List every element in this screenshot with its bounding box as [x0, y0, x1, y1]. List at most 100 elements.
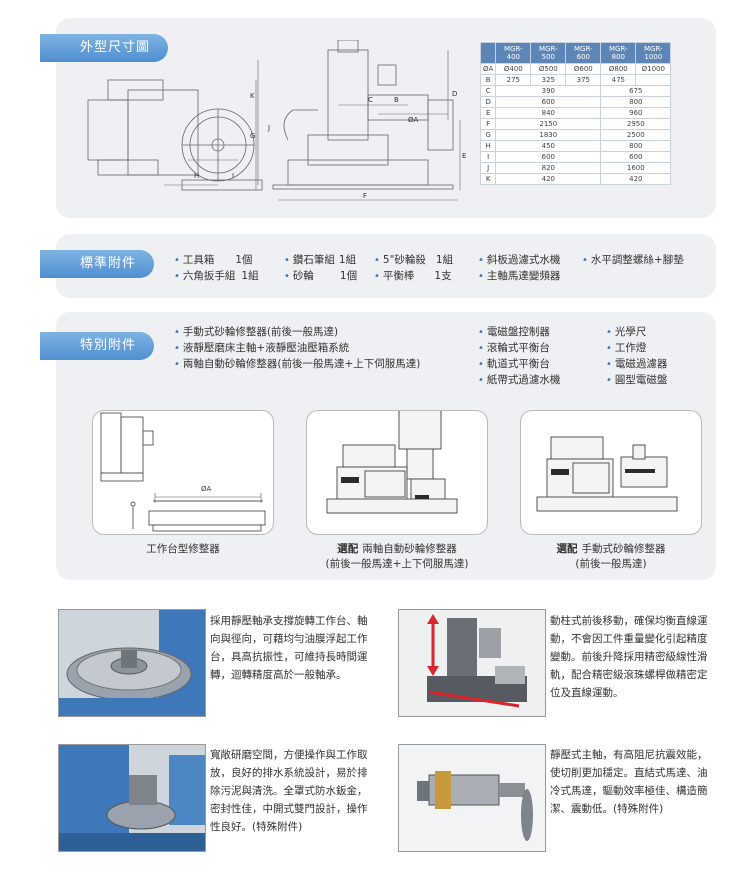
table-cell: 375 [565, 74, 602, 86]
table-cell: 1600 [600, 162, 672, 174]
table-cell: 325 [530, 74, 567, 86]
table-dresser-drawing: ØA [92, 410, 274, 535]
moving-column-photo [398, 609, 546, 717]
dim-label-b: B [394, 96, 399, 104]
row-key: B [479, 74, 497, 86]
dresser-label-a: ØA [201, 485, 212, 493]
spindle-photo [398, 744, 546, 852]
manual-dresser-caption: 選配手動式砂輪修整器 (前後一般馬達) [556, 543, 666, 570]
standard-tag: 標準附件 [40, 250, 155, 278]
sp-item: •電磁過濾器 [606, 358, 668, 370]
dim-label-d: D [452, 90, 457, 98]
dim-label-h: H [194, 172, 199, 180]
spec-header: MGR-400 [495, 42, 532, 64]
spec-header: MGR-1000 [635, 42, 672, 64]
table-cell: 450 [495, 140, 602, 152]
feature-text: 動柱式前後移動，確保均衡直線運動，不會因工件重量變化引起精度變動。前後升降採用精… [550, 615, 708, 699]
option-label: 選配 [556, 543, 578, 555]
dim-label-a: ØA [408, 116, 419, 124]
row-key: C [479, 85, 497, 97]
two-axis-dresser-illustration [326, 396, 458, 514]
table-cell: 475 [600, 74, 637, 86]
row-key: K [479, 173, 497, 185]
table-row: ØA Ø400 Ø500 Ø600 Ø800 Ø1000 [479, 63, 672, 75]
dim-label-f: F [363, 192, 367, 200]
sp-item: •兩軸自動砂輪修整器(前後一般馬達+上下伺服馬達) [174, 358, 421, 370]
two-axis-dresser-drawing [306, 396, 488, 535]
rotary-table-photo [58, 609, 206, 717]
table-cell: Ø600 [565, 63, 602, 75]
table-cell: Ø1000 [635, 63, 672, 75]
spec-header: MGR-800 [600, 42, 637, 64]
option-label: 選配 [337, 543, 359, 555]
standard-accessories-panel [56, 234, 716, 298]
dimension-drawing: K C B ØA D G J H I E F [87, 40, 466, 201]
table-cell: 840 [495, 107, 602, 119]
table-cell: 600 [495, 96, 602, 108]
std-item: •斜板過濾式水機 [478, 254, 561, 266]
table-cell: Ø400 [495, 63, 532, 75]
two-axis-dresser-caption: 選配兩軸自動砂輪修整器 (前後一般馬達+上下伺服馬達) [325, 543, 469, 570]
std-item: •水平調整螺絲+腳墊 [582, 254, 684, 266]
sp-item: •滾輪式平衡台 [478, 342, 550, 354]
table-cell: 820 [495, 162, 602, 174]
row-key: F [479, 118, 497, 130]
table-dresser-illustration: ØA [100, 412, 266, 532]
table-cell: Ø500 [530, 63, 567, 75]
sp-item: •圓型電磁盤 [606, 374, 668, 386]
spec-header: MGR-500 [530, 42, 567, 64]
feature-text: 靜壓式主軸，有高阻尼抗震效能，使切削更加穩定。直結式馬達、油冷式馬達，驅動效率極… [550, 749, 708, 815]
manual-dresser-illustration [536, 436, 678, 512]
spec-table: MGR-400 MGR-500 MGR-600 MGR-800 MGR-1000… [479, 42, 672, 185]
row-key: J [479, 162, 497, 174]
dim-label-i: I [232, 172, 234, 180]
table-cell [635, 74, 672, 86]
table-cell: 600 [600, 151, 672, 163]
row-key: G [479, 129, 497, 141]
sp-item: •紙帶式過濾水機 [478, 374, 561, 386]
table-cell: 420 [495, 173, 602, 185]
spec-header: MGR-600 [565, 42, 602, 64]
dim-label-e: E [462, 152, 466, 160]
feature-text: 寬敞研磨空間，方便操作與工作取放，良好的排水系統設計，易於排除污泥與清洗。全罩式… [210, 749, 368, 833]
manual-dresser-subcaption: (前後一般馬達) [575, 558, 647, 570]
spec-header-blank [479, 42, 497, 64]
table-cell: 2150 [495, 118, 602, 130]
row-key: ØA [479, 63, 497, 75]
two-axis-dresser-subcaption: (前後一般馬達+上下伺服馬達) [325, 558, 469, 570]
sp-item: •軌道式平衡台 [478, 358, 550, 370]
table-cell: 275 [495, 74, 532, 86]
special-tag: 特別附件 [40, 332, 155, 360]
row-key: H [479, 140, 497, 152]
table-cell: 675 [600, 85, 672, 97]
table-row: B 275 325 375 475 [479, 74, 672, 86]
feature-text: 採用靜壓軸承支撐旋轉工作台、軸向與徑向，可藉均勻油膜浮起工作台，具高抗振性，可維… [210, 615, 368, 681]
sp-item: •電磁盤控制器 [478, 326, 550, 338]
dim-label-c: C [368, 96, 373, 104]
table-cell: 960 [600, 107, 672, 119]
dim-label-j: J [267, 124, 270, 132]
table-cell: 390 [495, 85, 602, 97]
manual-dresser-drawing [520, 410, 702, 535]
sp-item: •手動式砂輪修整器(前後一般馬達) [174, 326, 339, 338]
table-dresser-caption: 工作台型修整器 [146, 543, 220, 555]
row-key: E [479, 107, 497, 119]
sp-item: •液靜壓磨床主軸+液靜壓油壓箱系統 [174, 342, 350, 354]
std-item: •主軸馬達變頻器 [478, 270, 561, 282]
table-cell: 600 [495, 151, 602, 163]
sp-item: •光學尺 [606, 326, 647, 338]
dim-label-g: G [250, 132, 255, 140]
table-cell: 2500 [600, 129, 672, 141]
